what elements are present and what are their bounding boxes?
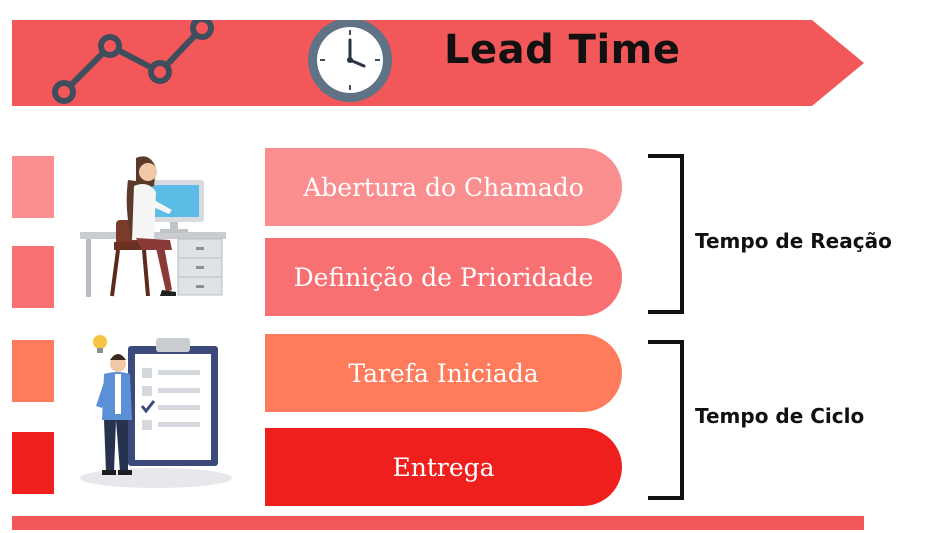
stage-label: Abertura do Chamado	[303, 172, 584, 202]
stage-color-tab-2	[12, 246, 54, 308]
line-chart-icon	[52, 20, 214, 104]
stage-tarefa-iniciada: Tarefa Iniciada	[265, 334, 622, 412]
stage-entrega: Entrega	[265, 428, 622, 506]
stage-label: Tarefa Iniciada	[348, 358, 539, 388]
cycle-time-bracket	[648, 340, 684, 500]
stage-abertura-do-chamado: Abertura do Chamado	[265, 148, 622, 226]
clock-icon	[308, 20, 392, 102]
cycle-time-label: Tempo de Ciclo	[695, 404, 865, 428]
stage-color-tab-4	[12, 432, 54, 494]
stage-label: Entrega	[392, 452, 495, 482]
page-title: Lead Time	[444, 27, 681, 73]
stage-definicao-de-prioridade: Definição de Prioridade	[265, 238, 622, 316]
stage-color-tab-1	[12, 156, 54, 218]
stage-color-tab-3	[12, 340, 54, 402]
lead-time-banner	[12, 20, 864, 106]
checklist-person-illustration	[80, 335, 232, 488]
person-at-desk-illustration	[80, 156, 226, 297]
reaction-time-label: Tempo de Reação	[695, 229, 892, 253]
reaction-time-bracket	[648, 154, 684, 314]
bottom-divider-bar	[12, 516, 864, 530]
stage-label: Definição de Prioridade	[293, 262, 594, 292]
